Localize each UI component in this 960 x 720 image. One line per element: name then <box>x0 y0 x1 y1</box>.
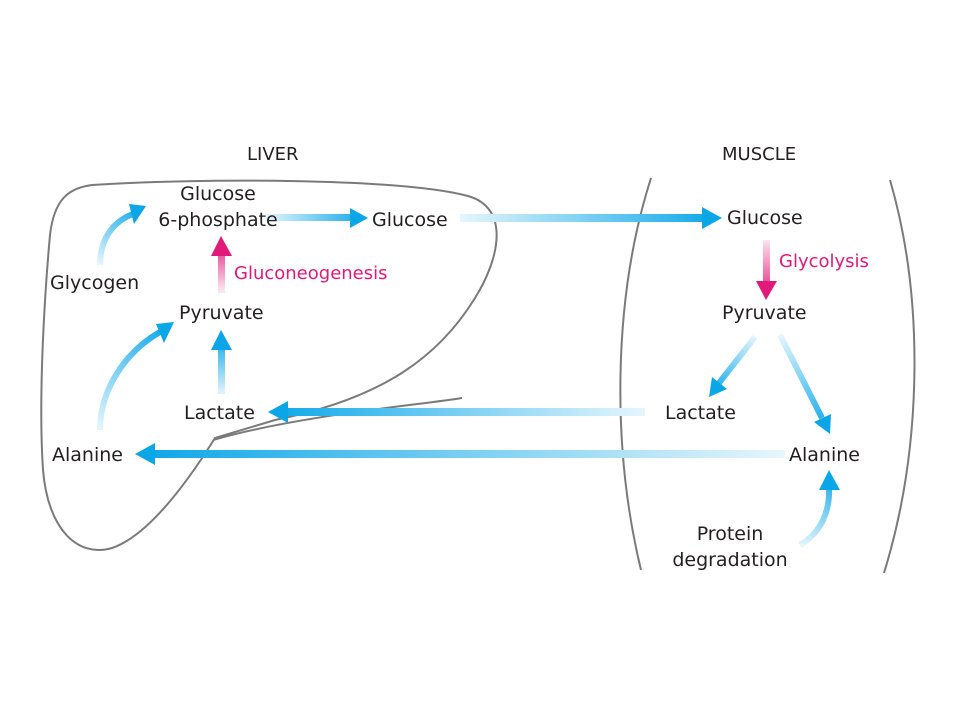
liver-glucose-6-phosphate-label-line2: 6-phosphate <box>158 209 277 231</box>
arrow-g6p-to-glucose <box>265 208 368 228</box>
muscle-alanine-label: Alanine <box>789 444 860 466</box>
muscle-lactate-label: Lactate <box>665 402 736 424</box>
gluconeogenesis-label: Gluconeogenesis <box>234 263 388 284</box>
liver-lactate-label: Lactate <box>184 402 255 424</box>
liver-glucose-6-phosphate-label-line1: Glucose <box>180 183 256 205</box>
arrow-protein-degradation-to-alanine <box>798 470 840 548</box>
liver-glycogen-label: Glycogen <box>50 272 139 294</box>
muscle-glucose-label: Glucose <box>727 207 803 229</box>
arrow-muscle-lactate-to-liver-lactate <box>268 401 645 423</box>
arrow-glycolysis <box>756 240 777 300</box>
protein-degradation-label-line2: degradation <box>672 549 787 571</box>
arrow-muscle-alanine-to-liver-alanine <box>135 443 785 465</box>
muscle-boundary-right <box>883 179 916 574</box>
arrow-glycogen-to-g6p <box>97 204 146 266</box>
liver-pyruvate-label: Pyruvate <box>179 302 264 324</box>
arrow-muscle-pyruvate-to-alanine <box>777 333 831 434</box>
arrow-alanine-to-pyruvate <box>97 322 174 431</box>
muscle-boundary-left <box>619 177 652 571</box>
liver-header: LIVER <box>247 144 299 165</box>
arrow-gluconeogenesis <box>211 236 232 293</box>
arrow-lactate-to-pyruvate <box>211 330 232 394</box>
muscle-pyruvate-label: Pyruvate <box>722 302 807 324</box>
protein-degradation-label-line1: Protein <box>697 523 764 545</box>
glycolysis-label: Glycolysis <box>779 251 869 272</box>
liver-alanine-label: Alanine <box>52 444 123 466</box>
muscle-header: MUSCLE <box>722 144 796 165</box>
arrow-muscle-pyruvate-to-lactate <box>709 335 758 397</box>
liver-outline <box>40 179 498 551</box>
arrow-liver-glucose-to-muscle-glucose <box>460 207 722 229</box>
liver-glucose-label: Glucose <box>372 209 448 231</box>
